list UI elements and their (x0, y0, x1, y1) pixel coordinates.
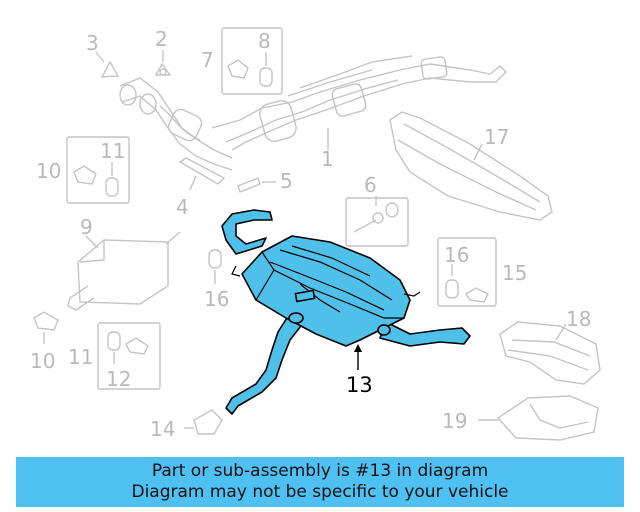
callout-9[interactable]: 9 (80, 215, 93, 239)
callout-11b[interactable]: 11 (68, 345, 93, 369)
part-18-heat-shield[interactable] (499, 321, 601, 385)
part-12-shape[interactable] (107, 331, 149, 364)
kit-box-11 (97, 322, 161, 390)
callout-17[interactable]: 17 (484, 125, 509, 149)
kit-box-6 (345, 197, 409, 247)
part-14-clamp[interactable] (184, 409, 223, 435)
part-5-bolt[interactable] (237, 177, 276, 193)
part-8-shape[interactable] (227, 52, 273, 87)
part-11-upper-shape[interactable] (73, 162, 119, 197)
callout-10b[interactable]: 10 (30, 349, 55, 373)
callout-1[interactable]: 1 (321, 147, 334, 171)
callout-17-leader (473, 143, 483, 161)
callout-10a[interactable]: 10 (36, 159, 61, 183)
callout-3[interactable]: 3 (86, 31, 99, 55)
callout-6[interactable]: 6 (364, 173, 377, 197)
callout-8[interactable]: 8 (258, 29, 271, 53)
callout-13-arrow (354, 344, 362, 352)
callout-7[interactable]: 7 (201, 48, 214, 72)
part-1-front-pipe[interactable] (119, 55, 507, 171)
part-9-muffler[interactable] (67, 231, 181, 311)
callout-18-leader (555, 323, 567, 341)
callout-19[interactable]: 19 (442, 409, 467, 433)
callout-14[interactable]: 14 (150, 417, 175, 441)
banner-line-2: Diagram may not be specific to your vehi… (131, 482, 509, 502)
part-16-left[interactable] (208, 249, 222, 284)
part-3-shape[interactable] (95, 51, 120, 78)
callout-5[interactable]: 5 (280, 169, 293, 193)
part-2-shape[interactable] (154, 50, 172, 76)
part-17-heat-shield[interactable] (389, 111, 553, 221)
part-19-heat-shield[interactable] (478, 395, 599, 441)
callout-4[interactable]: 4 (176, 195, 189, 219)
callout-9-leader (85, 235, 99, 249)
part-4-bracket[interactable] (178, 157, 226, 191)
callout-12[interactable]: 12 (106, 367, 131, 391)
callout-15[interactable]: 15 (502, 261, 527, 285)
part-13-rear-muffler[interactable] (221, 209, 471, 415)
exhaust-parts-diagram: 3 2 7 8 1 17 10 11 (30, 27, 601, 441)
callout-2[interactable]: 2 (155, 27, 168, 51)
callout-11a[interactable]: 11 (100, 139, 125, 163)
part-6-shape[interactable] (353, 196, 399, 233)
kit-box-7 (221, 27, 283, 95)
callout-18[interactable]: 18 (566, 307, 591, 331)
info-banner: Part or sub-assembly is #13 in diagram D… (16, 457, 624, 507)
part-10-lower[interactable] (33, 311, 59, 344)
callout-16a[interactable]: 16 (204, 287, 229, 311)
callout-16b[interactable]: 16 (444, 243, 469, 267)
callout-13[interactable]: 13 (346, 373, 373, 397)
part-16-right-shape[interactable] (445, 264, 489, 303)
banner-line-1: Part or sub-assembly is #13 in diagram (151, 461, 489, 481)
kit-box-10 (66, 136, 130, 204)
kit-box-15 (437, 237, 497, 307)
